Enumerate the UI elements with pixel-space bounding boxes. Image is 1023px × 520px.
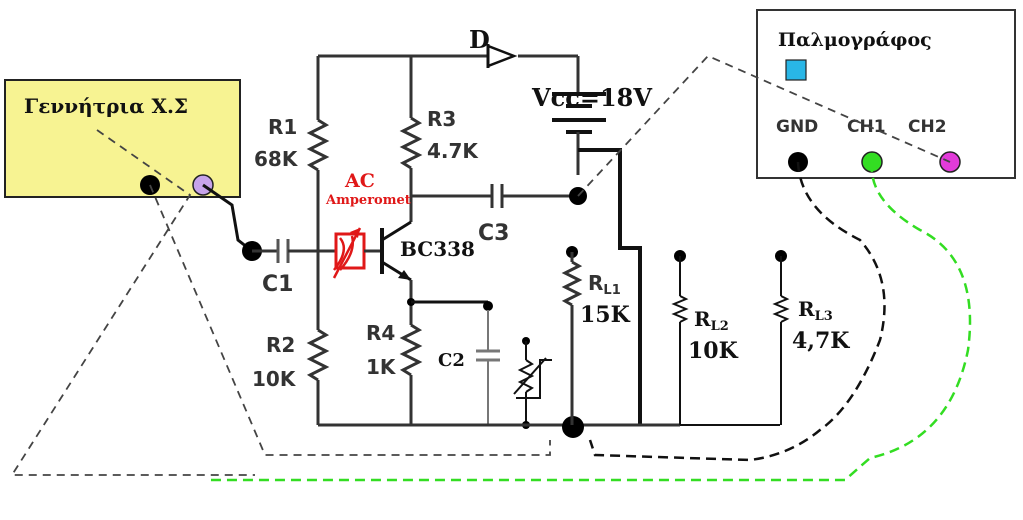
ch2-dashed-lead (577, 54, 951, 197)
diode (486, 44, 580, 94)
transistor-bc338 (380, 220, 413, 302)
gnd-label: GND (776, 117, 818, 137)
generator-title: Γεννήτρια Χ.Σ (24, 94, 188, 118)
ground-node[interactable] (562, 416, 584, 438)
generator-ground-dashed-lead (149, 184, 551, 456)
r2-name: R2 (266, 333, 295, 357)
oscilloscope-indicator (785, 59, 807, 81)
r4-name: R4 (366, 321, 395, 345)
diode-label: D (469, 25, 490, 54)
r2-value: 10K (252, 367, 297, 391)
c3-label: C3 (478, 221, 509, 246)
r1-name: R1 (268, 115, 297, 139)
supply-return-wire (578, 148, 642, 425)
battery-vcc (552, 92, 606, 175)
c2-top-node[interactable] (483, 301, 493, 311)
r3-name: R3 (427, 107, 456, 131)
oscilloscope-title: Παλμογράφος (778, 29, 932, 51)
rl1-value: 15K (580, 302, 631, 328)
rl3-value: 4,7K (792, 328, 850, 354)
ch1-probe-lead (210, 161, 972, 482)
c1-label: C1 (262, 272, 293, 297)
ch2-label: CH2 (908, 117, 947, 137)
ammeter-label-amperomet: Amperomet (325, 193, 411, 208)
generator-dashed-lead (10, 129, 255, 476)
resistor-rl2 (671, 295, 689, 323)
vcc-label: Vcc=18V (531, 83, 652, 112)
signal-generator: Γεννήτρια Χ.Σ (4, 79, 241, 198)
oscilloscope-box (756, 9, 1016, 179)
resistor-r2 (306, 328, 330, 382)
rl3-name: RL3 (798, 297, 833, 324)
gnd-probe-lead (588, 161, 886, 462)
resistor-r4 (399, 323, 423, 377)
c2-label: C2 (438, 350, 465, 371)
variable-resistor-element (513, 337, 552, 429)
resistor-rl3 (772, 295, 790, 323)
ac-ammeter (332, 227, 366, 279)
rl1-name: RL1 (588, 271, 621, 298)
rl2-value: 10K (688, 338, 739, 364)
resistor-r1 (306, 118, 330, 172)
rl2-name: RL2 (694, 307, 729, 334)
ammeter-label-ac: AC (344, 170, 375, 192)
resistor-rl1 (561, 260, 583, 307)
ch1-label: CH1 (847, 117, 886, 137)
transistor-label: BC338 (400, 237, 475, 261)
r4-value: 1K (366, 355, 397, 379)
resistor-r3 (399, 116, 423, 170)
r1-value: 68K (254, 147, 299, 171)
r3-value: 4.7K (427, 139, 479, 163)
oscilloscope: Παλμογράφος GND CH1 CH2 (756, 9, 1016, 179)
